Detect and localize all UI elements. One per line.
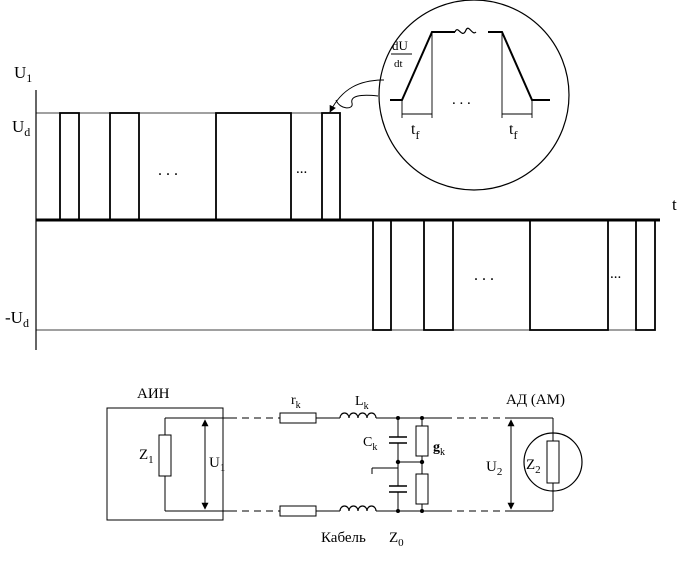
lk-inductor — [339, 412, 377, 419]
motor-label: АД (АМ) — [506, 392, 565, 408]
zoom-bubble: dU dt . . . tf tf — [329, 0, 570, 191]
inverter-label: АИН — [137, 386, 170, 402]
circuit-diagram: АИН Z1 U1 rk Lk Ck — [106, 386, 583, 549]
leader-arrow — [329, 79, 385, 113]
pulse-negative — [529, 219, 609, 331]
rise-time-label: tf — [411, 121, 419, 142]
z1-label: Z1 — [139, 447, 154, 466]
pulse-positive — [321, 112, 341, 221]
node-dot — [396, 416, 400, 420]
gk-resistor — [415, 425, 429, 457]
pos-level-label: Ud — [12, 117, 30, 139]
x-axis-label: t — [672, 195, 677, 214]
pulse-positive — [215, 112, 292, 221]
ellipsis: ... — [610, 266, 621, 282]
z0-label: Z0 — [389, 530, 404, 549]
u1-label: U1 — [209, 455, 225, 474]
leader-line — [335, 94, 379, 109]
ck-label: Ck — [363, 435, 377, 453]
pulse-negative — [635, 219, 656, 331]
lk-inductor-return — [339, 505, 377, 512]
z1-resistor — [158, 434, 172, 477]
lk-label: Lk — [355, 394, 369, 412]
y-axis-label: U1 — [14, 63, 32, 85]
node-dot — [420, 509, 424, 513]
pulse-negative — [372, 219, 392, 331]
ellipsis: . . . — [158, 162, 178, 179]
slope-numerator: dU — [392, 38, 409, 53]
pulse-positive — [109, 112, 140, 221]
ringing — [454, 27, 477, 35]
waveform-plot: U1 t Ud -Ud . . . ... . . . ... — [5, 0, 677, 350]
fall-time-label: tf — [509, 121, 517, 142]
ellipsis: . . . — [474, 267, 494, 284]
u2-label: U2 — [486, 459, 502, 478]
pulse-positive — [59, 112, 80, 221]
z2-resistor — [546, 440, 560, 484]
z2-label: Z2 — [526, 457, 541, 476]
cable-label: Кабель — [321, 530, 366, 546]
zoom-circle — [378, 0, 570, 191]
gk-label: gk — [433, 440, 445, 458]
neg-level-label: -Ud — [5, 308, 29, 330]
node-dot — [420, 416, 424, 420]
inverter-box — [106, 407, 224, 521]
gk-resistor-lower — [415, 473, 429, 505]
falling-edge — [488, 31, 550, 101]
node-dot — [396, 509, 400, 513]
rk-resistor-return — [279, 505, 317, 517]
ellipsis: ... — [296, 161, 307, 177]
rk-label: rk — [291, 393, 301, 411]
rising-edge — [390, 31, 455, 101]
rk-resistor — [279, 412, 317, 424]
zoom-ellipsis: . . . — [452, 92, 471, 108]
slope-denominator: dt — [394, 58, 403, 70]
pulse-negative — [423, 219, 454, 331]
